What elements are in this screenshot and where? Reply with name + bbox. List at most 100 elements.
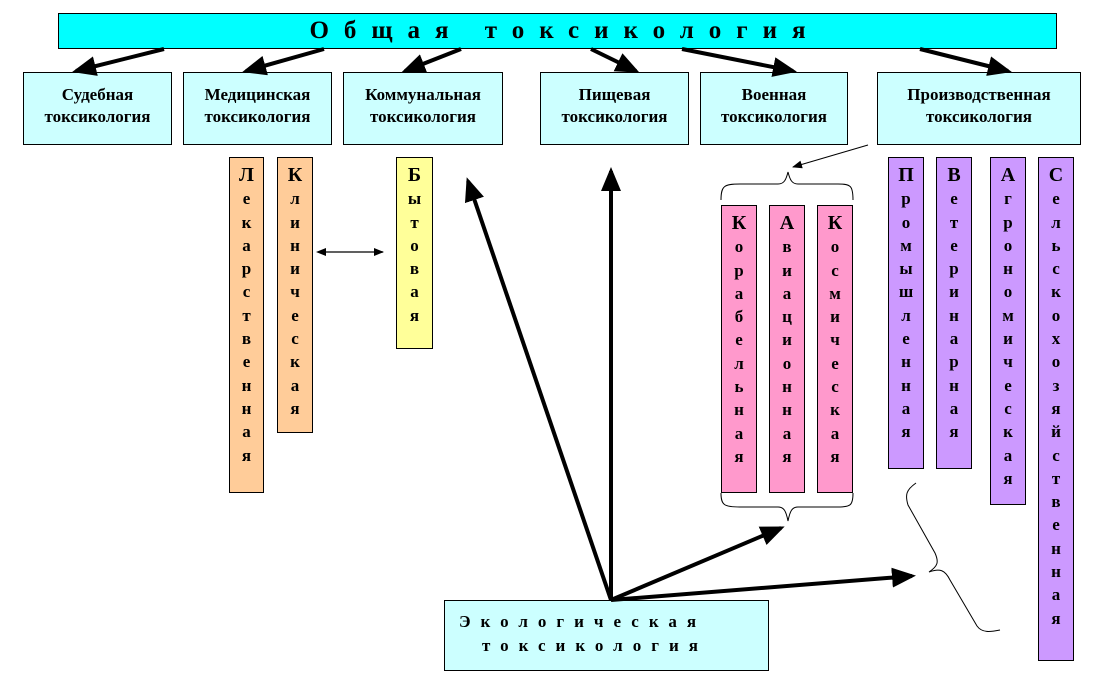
letter: а <box>782 283 792 303</box>
letter: а <box>1051 585 1061 605</box>
letter: н <box>901 352 911 372</box>
letter: я <box>782 446 792 466</box>
letter: ц <box>782 307 792 327</box>
arrow-to-food <box>590 47 640 73</box>
branch-communal: Коммунальная токсикология <box>343 72 503 145</box>
letter: в <box>782 237 792 257</box>
letter: з <box>1052 375 1060 395</box>
eco-line2: токсикология <box>482 636 708 655</box>
letter: е <box>735 330 743 350</box>
letter: н <box>1051 562 1061 582</box>
letter: я <box>409 305 420 325</box>
letter: о <box>734 237 744 257</box>
letter: е <box>1004 375 1012 395</box>
letter: и <box>949 282 959 302</box>
letter: с <box>1052 259 1060 279</box>
letter: е <box>902 329 910 349</box>
branch-line1: Коммунальная <box>365 85 481 104</box>
arrow-eco-to-communal <box>464 177 613 601</box>
arrow-to-military <box>681 47 797 77</box>
arrow-eco-to-military <box>610 526 785 602</box>
arrow-eco-to-industrial <box>610 567 916 602</box>
letter: с <box>1052 445 1060 465</box>
letter: и <box>830 307 840 327</box>
letter: К <box>731 212 747 234</box>
letter: ч <box>1003 352 1013 372</box>
letter: и <box>782 260 792 280</box>
letter: и <box>1003 329 1013 349</box>
letter: о <box>410 235 419 255</box>
letter: в <box>1051 492 1061 512</box>
letter: С <box>1048 164 1064 186</box>
branch-line1: Медицинская <box>204 85 311 104</box>
branch-food: Пищевая токсикология <box>540 72 689 145</box>
letter: а <box>242 422 251 442</box>
brace-industrial <box>906 482 1001 632</box>
letter: а <box>830 423 840 443</box>
letter: К <box>287 164 303 186</box>
arrow-to-forensic <box>72 47 165 76</box>
letter: я <box>1003 468 1013 488</box>
title-general-toxicology: Общая токсикология <box>58 13 1057 49</box>
letter: н <box>949 375 959 395</box>
letter: о <box>1003 282 1013 302</box>
letter: р <box>901 189 911 209</box>
letter: е <box>950 235 958 255</box>
letter: т <box>410 212 419 232</box>
letter: я <box>290 398 300 418</box>
arrow-industrial-to-military <box>792 144 869 169</box>
letter: н <box>1051 538 1061 558</box>
branch-line2: токсикология <box>204 107 311 126</box>
letter: к <box>1051 282 1061 302</box>
letter: р <box>734 260 744 280</box>
letter: а <box>949 398 959 418</box>
letter: а <box>1003 445 1013 465</box>
letter: а <box>734 283 744 303</box>
letter: к <box>290 352 300 372</box>
letter: г <box>1004 189 1012 209</box>
letter: н <box>1003 259 1013 279</box>
letter: а <box>242 235 251 255</box>
letter: к <box>830 400 840 420</box>
letter: л <box>1051 212 1061 232</box>
letter: я <box>949 422 959 442</box>
brace-military-bottom <box>720 492 854 522</box>
branch-line2: токсикология <box>926 107 1032 126</box>
letter: т <box>1051 468 1061 488</box>
letter: е <box>242 189 251 209</box>
letter: н <box>241 398 252 418</box>
letter: ы <box>899 259 913 279</box>
letter: н <box>782 400 792 420</box>
branch-military: Военная токсикология <box>700 72 848 145</box>
arrow-to-medical <box>242 47 325 76</box>
letter: ь <box>734 377 744 397</box>
letter: н <box>901 375 911 395</box>
letter: А <box>779 212 795 234</box>
letter: х <box>1051 329 1061 349</box>
letter: о <box>1051 352 1061 372</box>
letter: е <box>831 353 839 373</box>
branch-line1: Судебная <box>61 85 134 104</box>
letter: я <box>734 446 744 466</box>
eco-line1: Экологическая <box>459 612 707 631</box>
letter: К <box>827 212 843 234</box>
letter: с <box>1004 398 1012 418</box>
letter: я <box>901 422 911 442</box>
letter: о <box>1003 235 1013 255</box>
letter: о <box>901 212 911 232</box>
letter: л <box>901 305 911 325</box>
letter: е <box>1052 515 1060 535</box>
letter: а <box>290 375 300 395</box>
letter: о <box>830 237 840 257</box>
letter: ш <box>898 282 914 302</box>
letter: к <box>1003 422 1013 442</box>
letter: е <box>1052 189 1060 209</box>
letter: н <box>290 235 300 255</box>
letter: с <box>291 329 299 349</box>
